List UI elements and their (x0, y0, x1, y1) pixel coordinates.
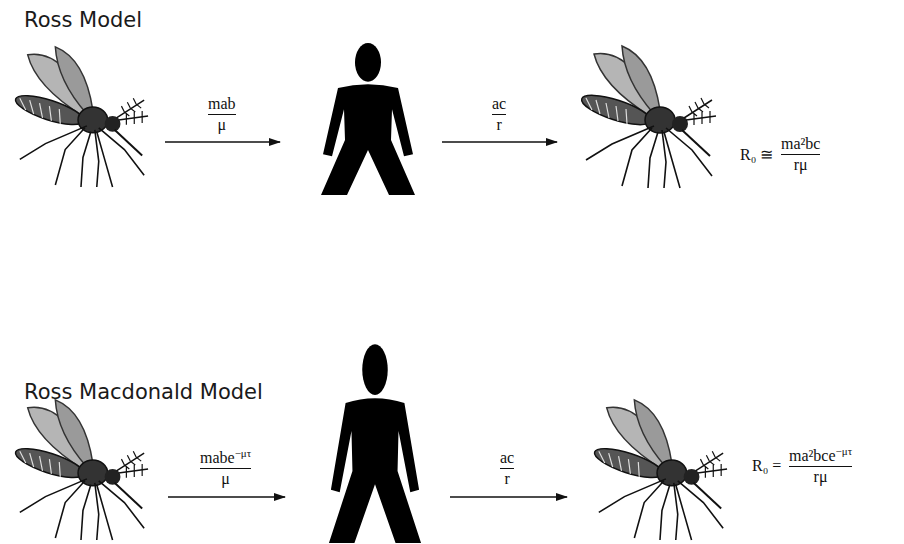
fraction: ma²bc rμ (779, 135, 822, 175)
human-icon (321, 43, 415, 195)
denominator: rμ (794, 156, 808, 174)
fraction-bar (200, 468, 251, 469)
numerator: mabe−μτ (200, 449, 251, 467)
denominator-text: rμ (814, 468, 828, 485)
fraction: mab μ (206, 95, 238, 135)
mosquito-icon (13, 400, 148, 540)
denominator-text: μ (217, 116, 226, 133)
denominator: rμ (814, 468, 828, 486)
numerator-text: ac (492, 95, 506, 112)
numerator-text: mab (208, 95, 236, 112)
fraction-bar (781, 154, 820, 155)
numerator: ma²bc (781, 135, 820, 153)
numerator-text: mabe (200, 449, 235, 466)
denominator: μ (217, 116, 226, 134)
denominator: μ (221, 470, 230, 488)
section-heading: Ross Macdonald Model (24, 380, 263, 404)
numerator: mab (208, 95, 236, 113)
numerator-text: ma²bc (781, 135, 820, 152)
transmission-arrow (168, 496, 285, 498)
fraction: ac r (490, 95, 508, 135)
section-heading: Ross Model (24, 8, 142, 32)
mosquito-icon (592, 400, 727, 540)
denominator-text: r (504, 470, 509, 487)
numerator: ac (500, 449, 514, 467)
exponent: −μτ (836, 445, 853, 457)
transmission-arrow (442, 141, 557, 143)
denominator: r (496, 116, 501, 134)
fraction: ma²bce−μτ rμ (787, 447, 854, 487)
mosquito-icon (13, 47, 148, 187)
fraction-bar (208, 114, 236, 115)
human-icon (329, 344, 421, 543)
transmission-arrow (450, 496, 567, 498)
transmission-arrow (165, 141, 280, 143)
formula-lhs: R₀ ≅ (740, 145, 773, 164)
denominator-text: rμ (794, 156, 808, 173)
fraction-bar (492, 114, 506, 115)
numerator: ac (492, 95, 506, 113)
formula-lhs: R₀ = (752, 457, 781, 475)
denominator-text: r (496, 116, 501, 133)
fraction-bar (500, 468, 514, 469)
fraction: mabe−μτ μ (198, 449, 253, 489)
numerator: ma²bce−μτ (789, 447, 852, 465)
denominator: r (504, 470, 509, 488)
exponent: −μτ (235, 447, 252, 459)
numerator-text: ac (500, 449, 514, 466)
denominator-text: μ (221, 470, 230, 487)
fraction-bar (789, 466, 852, 467)
numerator-text: ma²bce (789, 447, 836, 464)
fraction: ac r (498, 449, 516, 489)
mosquito-icon (579, 46, 716, 188)
